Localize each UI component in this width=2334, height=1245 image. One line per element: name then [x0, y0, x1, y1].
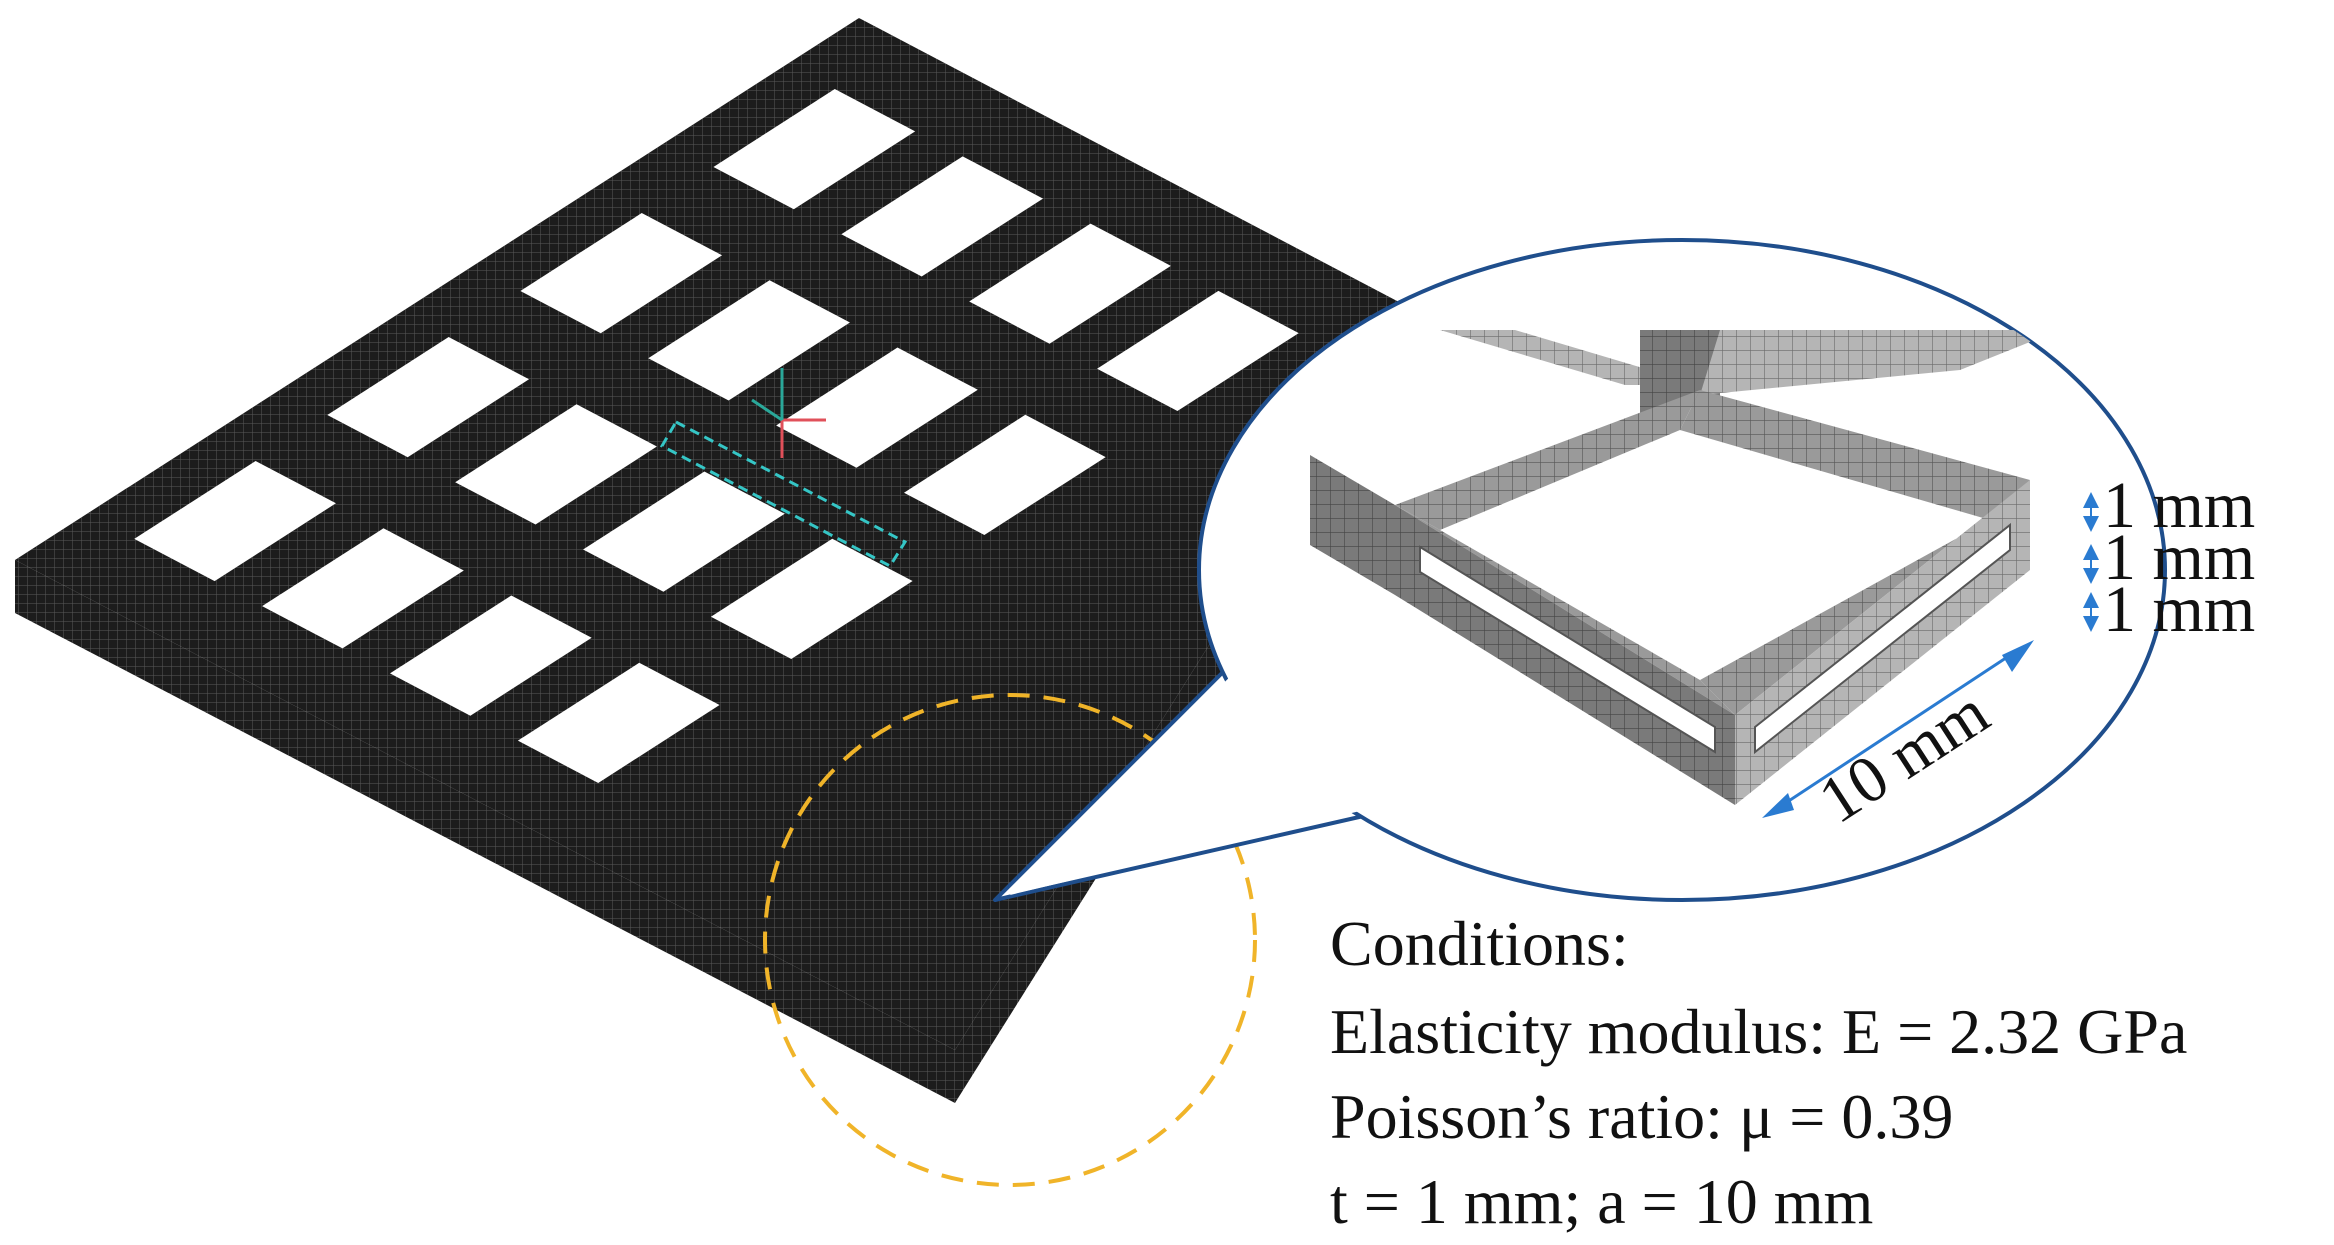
lattice-hole — [841, 156, 1044, 277]
plate-side-left — [15, 560, 955, 1103]
callout-ellipse — [1197, 238, 2167, 902]
height-arrow-2 — [2083, 544, 2099, 584]
lattice-hole — [903, 414, 1106, 535]
lattice-holes — [134, 89, 1299, 783]
lattice-hole — [262, 528, 464, 649]
zoom-rib-extend-left — [1310, 455, 1395, 595]
conditions-line-elasticity: Elasticity modulus: E = 2.32 GPa — [1330, 996, 2187, 1067]
lattice-hole — [648, 280, 850, 401]
coordinate-axis-icon — [751, 368, 826, 458]
lattice-hole — [389, 595, 592, 716]
zoom-rib-top-back — [1680, 390, 2030, 520]
zoom-callout: 1 mm 1 mm 1 mm 10 mm — [993, 238, 2255, 902]
zoom-rib-back-left — [1440, 330, 1700, 385]
zoom-slot-right — [1754, 522, 2011, 755]
lattice-hole — [776, 347, 978, 468]
height-label-3: 1 mm — [2103, 573, 2255, 646]
height-label-1: 1 mm — [2103, 469, 2255, 542]
lattice-hole — [969, 223, 1171, 344]
zoom-mesh-detail — [1310, 330, 2060, 805]
zoom-rib-top-right — [1700, 480, 2030, 715]
conditions-block: Conditions: Elasticity modulus: E = 2.32… — [1330, 908, 2187, 1237]
conditions-line-poisson: Poisson’s ratio: μ = 0.39 — [1330, 1081, 1953, 1152]
height-label-2: 1 mm — [2103, 521, 2255, 594]
length-dimension-arrow — [1762, 640, 2034, 818]
zoom-rib-back-right — [1700, 330, 2060, 395]
lattice-hole — [520, 213, 723, 334]
zoom-slot-left — [1419, 545, 1716, 754]
selected-rib-outline — [659, 420, 908, 568]
lattice-hole — [517, 662, 720, 783]
lattice-hole — [455, 404, 657, 525]
conditions-line-geometry: t = 1 mm; a = 10 mm — [1330, 1166, 1873, 1237]
height-arrow-3 — [2083, 592, 2099, 632]
conditions-heading: Conditions: — [1330, 908, 1629, 979]
detail-highlight-circle — [763, 693, 1257, 1187]
height-dimension-arrows — [2083, 492, 2099, 632]
lattice-hole — [327, 337, 530, 458]
lattice-hole — [713, 89, 916, 210]
lattice-hole — [1097, 290, 1299, 411]
height-arrow-1 — [2083, 492, 2099, 532]
zoom-rib-top-left — [1395, 390, 1700, 530]
lattice-hole — [583, 471, 785, 592]
lattice-hole — [134, 461, 336, 582]
lattice-hole — [710, 538, 913, 659]
